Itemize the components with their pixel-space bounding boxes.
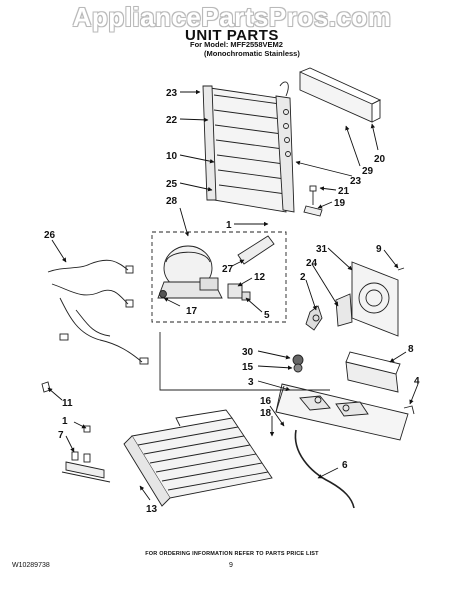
watermark-logo: AppliancePartsPros.com [72, 2, 392, 32]
callout-11: 11 [62, 398, 73, 409]
compressor-group-outline [151, 231, 287, 323]
callout-30: 30 [242, 347, 254, 358]
mounting-bracket [345, 351, 401, 393]
screw [403, 405, 415, 415]
callout-labels: 23 22 10 25 28 1 26 27 12 17 5 20 29 23 … [44, 88, 420, 515]
callout-9: 9 [376, 244, 382, 255]
page-number: 9 [229, 562, 233, 569]
condenser-coil [202, 81, 295, 213]
callout-1: 1 [226, 220, 232, 231]
callout-19: 19 [334, 198, 346, 209]
callout-21: 21 [338, 186, 350, 197]
evaporator-coil [123, 409, 273, 507]
callout-20: 20 [374, 154, 386, 165]
callout-31: 31 [316, 244, 328, 255]
page-title: UNIT PARTS [185, 27, 279, 44]
callout-8: 8 [408, 344, 414, 355]
callout-17: 17 [186, 306, 198, 317]
callout-4: 4 [414, 376, 420, 387]
callout-5: 5 [264, 310, 270, 321]
callout-15: 15 [242, 362, 254, 373]
callout-2: 2 [300, 272, 306, 283]
compressor [157, 245, 223, 299]
callout-7: 7 [58, 430, 64, 441]
ordering-note: FOR ORDERING INFORMATION REFER TO PARTS … [145, 551, 319, 557]
defrost-heater-kit [61, 425, 111, 483]
document-number: W10289738 [12, 562, 50, 569]
small-fitting [41, 381, 51, 393]
wiring-harness [47, 259, 149, 365]
callout-1b: 1 [62, 416, 68, 427]
model-line: For Model: MFF2558VEM2 [190, 40, 283, 49]
relay [227, 283, 251, 301]
callout-6: 6 [342, 460, 348, 471]
variant-line: (Monochromatic Stainless) [204, 49, 300, 58]
callout-13: 13 [146, 504, 158, 515]
callout-27: 27 [222, 264, 234, 275]
callout-16: 16 [260, 396, 272, 407]
callout-24: 24 [306, 258, 318, 269]
screw-clip [303, 185, 323, 217]
callout-12: 12 [254, 272, 266, 283]
callout-18: 18 [260, 408, 272, 419]
callout-22: 22 [166, 115, 178, 126]
base-pan [275, 354, 409, 441]
condenser-bracket [299, 67, 382, 123]
leader-lines [47, 89, 419, 501]
callout-26: 26 [44, 230, 56, 241]
callout-23: 23 [166, 88, 178, 99]
callout-25: 25 [166, 179, 178, 190]
callout-10: 10 [166, 151, 178, 162]
callout-29: 29 [362, 166, 374, 177]
drain-tube [294, 429, 355, 509]
callout-23b: 23 [350, 176, 362, 187]
callout-28: 28 [166, 196, 178, 207]
condenser-fan-assembly [305, 261, 405, 337]
callout-3: 3 [248, 377, 254, 388]
assembly-line [159, 332, 330, 391]
model-info: For Model: MFF2558VEM2 (Monochromatic St… [190, 40, 300, 58]
